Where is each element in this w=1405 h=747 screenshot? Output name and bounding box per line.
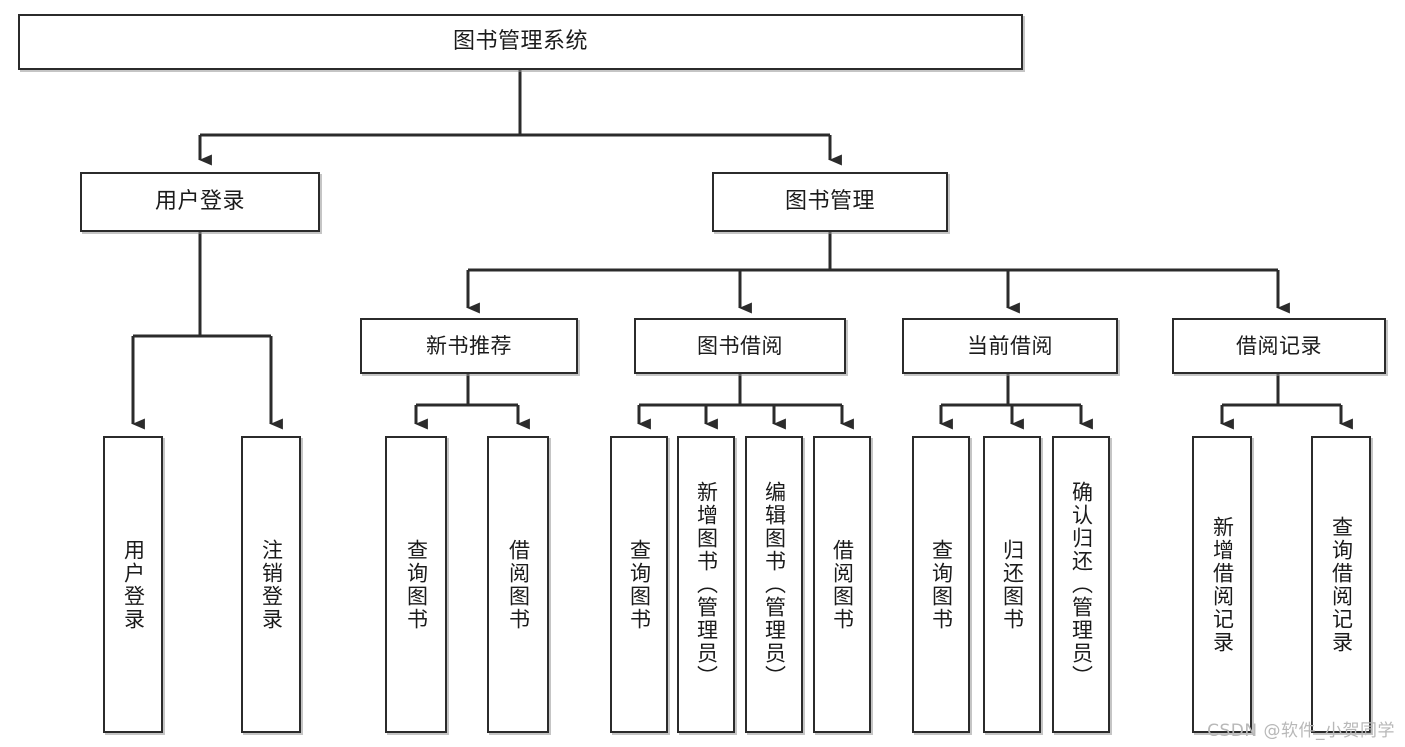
node-borrow-record[interactable]: 借阅记录 — [1172, 318, 1386, 374]
node-leaf-confirm-return-label: 确认归还（管理员） — [1069, 481, 1094, 688]
node-book-borrow-label: 图书借阅 — [697, 333, 783, 358]
node-leaf-borrow-book[interactable]: 借阅图书 — [813, 436, 871, 733]
node-user-login[interactable]: 用户登录 — [80, 172, 320, 232]
node-borrow-record-label: 借阅记录 — [1236, 333, 1322, 358]
node-leaf-borrow-book-label: 借阅图书 — [830, 538, 855, 631]
node-leaf-return-book-label: 归还图书 — [1000, 538, 1025, 631]
node-root[interactable]: 图书管理系统 — [18, 14, 1023, 70]
csdn-watermark: CSDN @软件_小贺同学 — [1207, 721, 1395, 741]
node-book-manage-label: 图书管理 — [784, 189, 875, 215]
node-leaf-query-book-borrow-label: 查询图书 — [627, 538, 652, 631]
node-root-label: 图书管理系统 — [452, 29, 588, 55]
node-leaf-query-book-cur-label: 查询图书 — [929, 538, 954, 631]
node-current-borrow-label: 当前借阅 — [967, 333, 1053, 358]
node-leaf-query-book-rec[interactable]: 查询图书 — [385, 436, 447, 733]
node-leaf-return-book[interactable]: 归还图书 — [983, 436, 1041, 733]
node-current-borrow[interactable]: 当前借阅 — [902, 318, 1118, 374]
node-leaf-add-record[interactable]: 新增借阅记录 — [1192, 436, 1252, 733]
node-leaf-user-logout-label: 注销登录 — [259, 538, 284, 631]
node-leaf-query-record-label: 查询借阅记录 — [1329, 515, 1354, 654]
node-leaf-add-record-label: 新增借阅记录 — [1210, 515, 1235, 654]
node-leaf-edit-book[interactable]: 编辑图书（管理员） — [745, 436, 803, 733]
node-leaf-edit-book-label: 编辑图书（管理员） — [762, 481, 787, 688]
node-new-book-rec-label: 新书推荐 — [426, 333, 512, 358]
node-new-book-rec[interactable]: 新书推荐 — [360, 318, 578, 374]
node-book-manage[interactable]: 图书管理 — [712, 172, 948, 232]
node-leaf-add-book[interactable]: 新增图书（管理员） — [677, 436, 735, 733]
node-leaf-user-login[interactable]: 用户登录 — [103, 436, 163, 733]
node-leaf-query-book-cur[interactable]: 查询图书 — [912, 436, 970, 733]
node-leaf-borrow-book-rec[interactable]: 借阅图书 — [487, 436, 549, 733]
node-leaf-query-book-rec-label: 查询图书 — [404, 538, 429, 631]
node-leaf-borrow-book-rec-label: 借阅图书 — [506, 538, 531, 631]
node-leaf-user-login-label: 用户登录 — [121, 538, 146, 631]
node-leaf-confirm-return[interactable]: 确认归还（管理员） — [1052, 436, 1110, 733]
node-user-login-label: 用户登录 — [154, 189, 245, 215]
node-book-borrow[interactable]: 图书借阅 — [634, 318, 846, 374]
node-leaf-user-logout[interactable]: 注销登录 — [241, 436, 301, 733]
node-leaf-query-record[interactable]: 查询借阅记录 — [1311, 436, 1371, 733]
node-leaf-add-book-label: 新增图书（管理员） — [694, 481, 719, 688]
node-leaf-query-book-borrow[interactable]: 查询图书 — [610, 436, 668, 733]
